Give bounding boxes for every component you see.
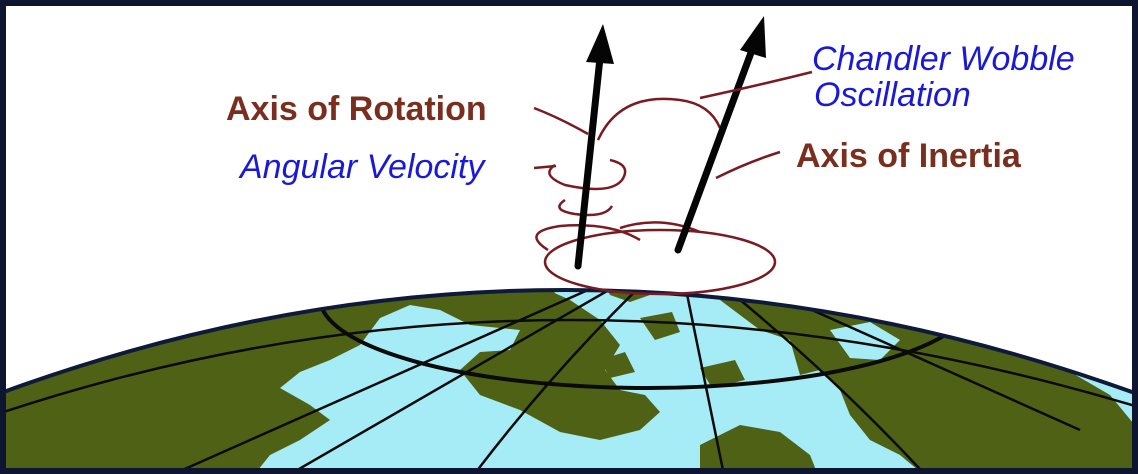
continents xyxy=(6,290,1132,468)
axis-of-inertia-arrowhead xyxy=(740,16,766,58)
island-4 xyxy=(700,360,745,388)
land-central xyxy=(430,290,660,440)
chandler-arc xyxy=(596,97,722,141)
leader-angular-velocity xyxy=(533,164,557,170)
island-3 xyxy=(600,352,635,378)
axis-of-rotation-arrowhead xyxy=(586,24,614,64)
meridian-6 xyxy=(677,290,1081,432)
leader-lines xyxy=(533,70,813,180)
axis-arrows xyxy=(574,16,766,270)
globe-outline xyxy=(6,288,1132,395)
meridian-1 xyxy=(159,290,679,468)
wobble-loop xyxy=(535,224,641,252)
meridian-7 xyxy=(677,290,1021,304)
axis-of-rotation-label: Axis of Rotation xyxy=(226,90,487,128)
wobble-ellipse xyxy=(543,228,777,296)
leader-axis-inertia xyxy=(715,150,781,180)
oscillation-label: Oscillation xyxy=(814,76,971,114)
axis-of-inertia-arrow xyxy=(674,46,756,254)
land-east xyxy=(720,290,1132,468)
land-west xyxy=(6,290,560,468)
lake-east xyxy=(830,322,900,360)
meridian-2 xyxy=(279,290,679,468)
meridian-9 xyxy=(520,215,678,250)
leader-axis-rotation xyxy=(533,106,589,136)
wobble-path xyxy=(535,221,777,296)
island-2 xyxy=(640,312,680,340)
axis-of-inertia-label: Axis of Inertia xyxy=(796,137,1021,175)
angular-velocity-spiral xyxy=(548,158,627,217)
land-south xyxy=(700,425,820,468)
chandler-wobble-label: Chandler Wobble xyxy=(812,40,1075,78)
meridian-5 xyxy=(677,290,931,468)
leader-chandler xyxy=(699,70,813,100)
wobble-arc xyxy=(619,221,701,234)
axis-of-rotation-arrow xyxy=(574,54,604,270)
meridian-10 xyxy=(678,232,860,250)
meridian-4 xyxy=(676,290,727,468)
latitude-1 xyxy=(6,318,1132,422)
globe-scene xyxy=(6,16,1132,468)
angular-velocity-label: Angular Velocity xyxy=(240,148,485,186)
meridian-3 xyxy=(469,290,679,468)
